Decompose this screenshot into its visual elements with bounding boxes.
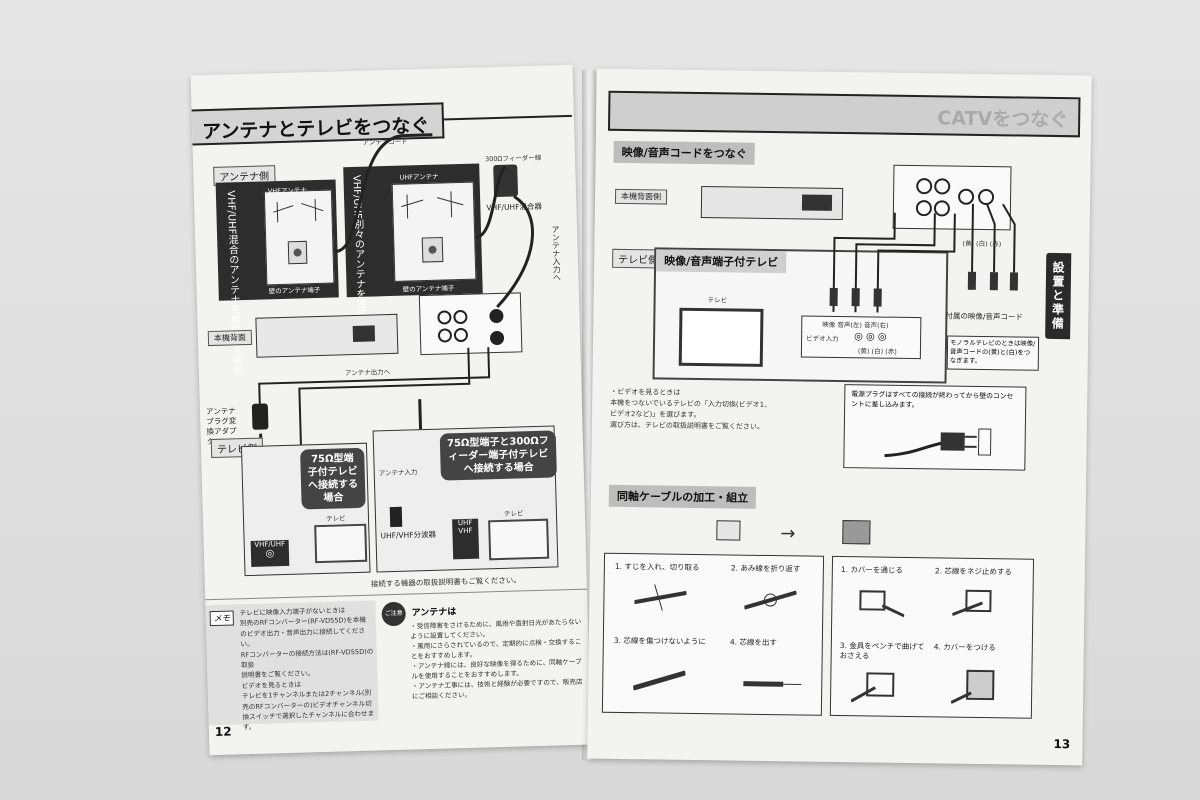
memo-box: メモ テレビに映像入力端子がないときは 別売のRFコンバーター(RF-VD55D…: [205, 600, 379, 732]
right-page: CATVをつなぐ 映像/音声コードをつなぐ 本機背面側 テレビ側 映像/音声端子…: [587, 68, 1092, 766]
uhf-vhf-badges: UHF VHF: [452, 518, 480, 560]
step-right-3: 3. 金具をペンチで曲げておさえる: [839, 641, 925, 661]
tv-300-screen: [488, 518, 550, 561]
memo-line: 換スイッチで選択したチャンネルに合わせます。: [242, 709, 375, 732]
plug-adapter-icon: [251, 403, 269, 430]
step-left-2-illustration: [743, 584, 798, 615]
f-connector-icon: [842, 520, 871, 545]
cord-label: 付属の映像/音声コード: [945, 311, 1024, 322]
vhf-badge: VHF: [458, 526, 473, 536]
step-right-4-illustration: [950, 667, 1004, 708]
separator-label: UHF/VHF分波器: [380, 529, 437, 541]
input-label: アンテナ入力: [378, 468, 418, 478]
power-note: 電源プラグはすべての接続が終わってから壁のコンセントに差し込みます。: [851, 390, 1014, 410]
coax-cable-icon: [716, 520, 741, 541]
core-expose-icon: [743, 681, 802, 687]
finished-connector-icon: [950, 669, 995, 704]
mono-note: モノラルテレビのときは映像/音声コードの(黄)と(白)をつなぎます。: [946, 335, 1040, 371]
caution-title: アンテナは: [411, 607, 457, 619]
step-left-3-illustration: [632, 658, 687, 699]
rca-cables: [829, 203, 1019, 313]
tv-75-box: 75Ω型端子付テレビへ接続する場合 テレビ VHF/UHF ◎: [240, 442, 371, 577]
step-right-2-illustration: [951, 587, 1004, 622]
callout-75: 75Ω型端子付テレビへ接続する場合: [300, 447, 366, 510]
core-strip-icon: [632, 670, 687, 691]
power-plug-icon: [884, 428, 992, 458]
steps-left-box: 1. すじを入れ、切り取る 2. あみ線を折り返す 3. 芯線を傷つけないように…: [601, 552, 825, 716]
tv-300-label: テレビ: [503, 509, 524, 518]
arrow-right-icon: →: [780, 523, 796, 545]
memo-label: メモ: [209, 610, 234, 627]
right-av-jacks-icon: [915, 178, 995, 217]
side-tab: 設置と準備: [1045, 252, 1072, 340]
step-left-3: 3. 芯線を傷つけないように: [613, 635, 706, 647]
callout-300: 75Ω型端子と300Ωフィーダー端子付テレビへ接続する場合: [439, 430, 557, 481]
memo-text: テレビに映像入力端子がないときは 別売のRFコンバーター(RF-VD55D)を本…: [239, 605, 376, 734]
left-page: アンテナとテレビをつなぐ アンテナコード アンテナ側 VHF/UHF混合のアンテ…: [190, 64, 592, 756]
step-left-1-illustration: [634, 582, 687, 613]
right-av-jack-panel: [892, 164, 1012, 231]
section2-title: 同軸ケーブルの加工・組立: [608, 484, 757, 509]
av-jacks-icon: [437, 309, 505, 346]
tv-300-box: 75Ω型端子と300Ωフィーダー端子付テレビへ接続する場合 アンテナ入力 UHF…: [372, 425, 559, 573]
tv-75-screen: [314, 523, 368, 564]
tv-75-label: テレビ: [325, 514, 346, 523]
step-left-1: 1. すじを入れ、切り取る: [614, 561, 700, 573]
power-note-box: 電源プラグはすべての接続が終わってから壁のコンセントに差し込みます。: [843, 384, 1027, 471]
braid-fold-icon: [743, 590, 798, 610]
separate-antenna-figure: [391, 181, 477, 282]
step-right-1: 1. カバーを通じる: [840, 565, 903, 575]
step-right-1-illustration: [852, 585, 905, 620]
step-right-4: 4. カバーをつける: [933, 642, 996, 653]
caution-text: ・受信障害をさけるために、風雨や直射日光があたらないように設置してください。 ・…: [410, 617, 586, 702]
dual-antenna-icon: [401, 191, 464, 263]
page-number-right: 13: [1053, 737, 1071, 752]
page-number-left: 12: [214, 724, 232, 740]
cable-cut-icon: [634, 584, 687, 611]
antenna-icon: [273, 199, 324, 265]
screw-icon: [951, 589, 992, 616]
step-left-4: 4. 芯線を出す: [729, 637, 777, 648]
cable-colors: (黄) (白) (赤): [962, 239, 1002, 249]
mixed-antenna-box: VHF/UHF混合のアンテナを接続する場合 VHFアンテナ 壁のアンテナ端子: [215, 179, 339, 375]
mixed-antenna-figure: [263, 189, 335, 286]
coax-jack-icon: ◎: [265, 548, 275, 560]
step-right-2: 2. 芯線をネジ止めする: [934, 566, 1012, 577]
separate-antenna-box: VHF/UHF別々のアンテナを接続する場合 UHFアンテナ 壁のアンテナ端子: [343, 163, 483, 359]
av-output-panel: [418, 292, 523, 356]
video-note: ・ビデオを見るときは 本機をつないでいるテレビの「入力切換(ビデオ1、 ビデオ2…: [610, 387, 831, 434]
steps-right-box: 1. カバーを通じる 2. 芯線をネジ止めする 3. 金具をペンチで曲げておさえ…: [829, 555, 1035, 719]
step-right-3-illustration: [850, 665, 904, 706]
cover-icon: [859, 590, 905, 618]
pliers-icon: [850, 672, 895, 703]
separator-device: [389, 506, 403, 528]
step-left-2: 2. あみ線を折り返す: [730, 563, 801, 574]
step-left-4-illustration: [743, 660, 804, 701]
vhf-uhf-badge: VHF/UHF ◎: [250, 539, 290, 567]
